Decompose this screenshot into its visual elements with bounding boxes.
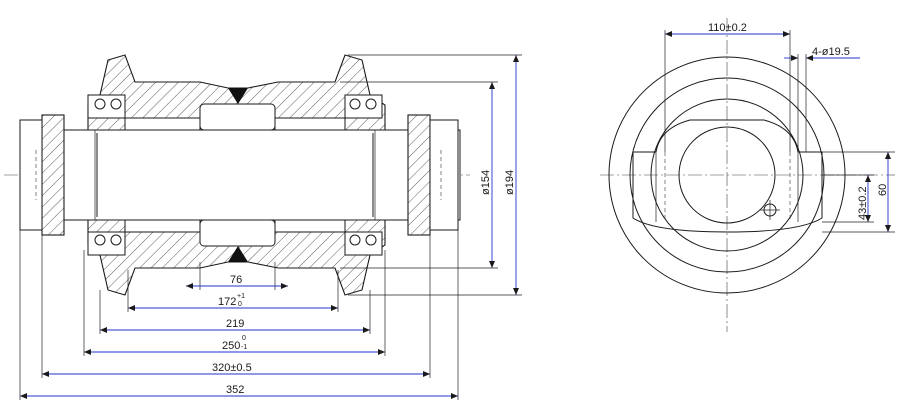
dim-holes-label: 4-ø19.5: [812, 46, 850, 58]
bushing-upper-left: [124, 117, 201, 131]
dim-60-label: 60: [877, 184, 889, 196]
dim-219-label: 219: [226, 318, 244, 330]
dim-60: 60: [822, 151, 895, 233]
dim-172-tol-lower: 0: [238, 301, 242, 308]
dim-76: 76: [186, 262, 288, 290]
shaft: [19, 129, 461, 221]
shaft-end-right: [429, 119, 459, 231]
bushing-upper-right: [274, 117, 346, 131]
seal-upper-left: [87, 94, 126, 119]
dim-219: 219: [99, 290, 371, 334]
dim-dia-154: ø154: [340, 81, 498, 269]
front-section-view: 76 172 +1 0 219 250 0 -1 320: [4, 54, 522, 400]
dim-250-tol-upper: 0: [242, 335, 246, 342]
seal-upper-right: [344, 94, 383, 119]
dim-dia-194-label: ø194: [504, 170, 516, 195]
dim-172-label: 172: [218, 296, 236, 308]
bushing-lower-left: [124, 219, 201, 233]
dim-110: 110±0.2: [664, 22, 791, 152]
dim-holes: 4-ø19.5: [784, 46, 860, 152]
dim-250-label: 250: [222, 340, 240, 352]
dim-43-label: 43±0.2: [857, 186, 869, 220]
dim-172-tol-upper: +1: [237, 293, 245, 300]
seal-lower-left: [87, 231, 126, 256]
dim-dia-194: ø194: [348, 54, 522, 296]
dim-172: 172 +1 0: [127, 270, 339, 312]
dim-43: 43±0.2: [822, 174, 874, 223]
dim-110-label: 110±0.2: [708, 22, 747, 34]
bore-circle: [678, 126, 776, 224]
end-collar-left: [41, 114, 65, 236]
seal-lower-right: [344, 231, 383, 256]
bushing-lower-right: [274, 219, 346, 233]
dim-352-label: 352: [226, 384, 244, 396]
center-collar-lower: [199, 219, 276, 247]
end-collar-profile: [632, 119, 823, 233]
dim-dia-154-label: ø154: [480, 170, 492, 195]
dim-250-tol-lower: -1: [241, 344, 247, 351]
shaft-end-left: [19, 119, 43, 231]
dim-352: 352: [19, 230, 459, 400]
side-view: 110±0.2 4-ø19.5 43±0.2 60: [600, 18, 895, 332]
dim-320: 320±0.5: [41, 235, 431, 378]
center-collar-upper: [199, 103, 276, 131]
end-collar-right: [407, 114, 431, 236]
weld-mark-lower: [228, 246, 248, 262]
weld-mark-upper: [228, 88, 248, 104]
dim-250: 250 0 -1: [83, 250, 386, 356]
hub-circle: [650, 98, 804, 252]
dim-320-label: 320±0.5: [212, 362, 252, 374]
dim-76-label: 76: [230, 274, 242, 286]
